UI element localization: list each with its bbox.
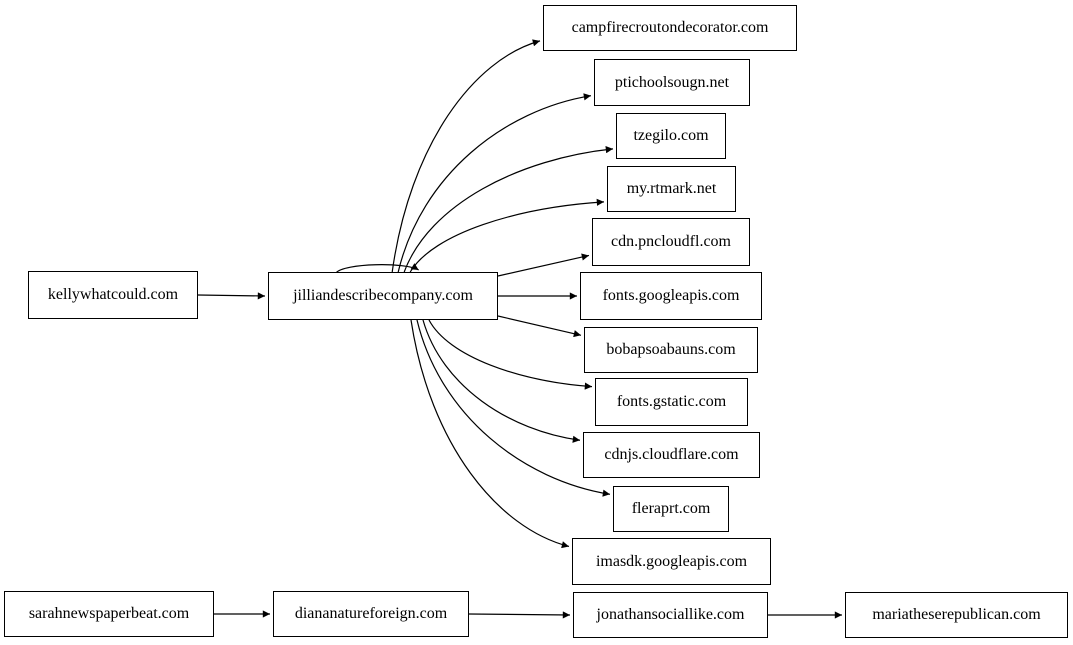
node-label: cdn.pncloudfl.com (611, 233, 731, 250)
edge-jilliandescribecompany-com-to-campfirecroutondecorator-com (391, 39, 541, 273)
node-ptichoolsougn-net: ptichoolsougn.net (594, 59, 750, 106)
edge-jilliandescribecompany-com-to-fonts-gstatic-com (428, 319, 593, 390)
node-cdnjs-cloudflare-com: cdnjs.cloudflare.com (583, 432, 760, 478)
edge-jilliandescribecompany-com-to-imasdk-googleapis-com (410, 319, 570, 549)
node-campfirecroutondecorator-com: campfirecroutondecorator.com (543, 5, 797, 51)
node-cdn-pncloudfl-com: cdn.pncloudfl.com (592, 218, 750, 266)
node-label: bobapsoabauns.com (606, 341, 736, 358)
node-label: jilliandescribecompany.com (293, 287, 473, 304)
edge-diananatureforeign-com-to-jonathansociallike-com (468, 611, 571, 619)
edge-jilliandescribecompany-com-to-my-rtmark-net (409, 198, 605, 273)
node-imasdk-googleapis-com: imasdk.googleapis.com (572, 538, 771, 585)
node-label: ptichoolsougn.net (614, 73, 730, 91)
edge-jilliandescribecompany-com-to-cdn-pncloudfl-com (497, 253, 590, 277)
node-diananatureforeign-com: diananatureforeign.com (273, 591, 469, 637)
node-bobapsoabauns-com: bobapsoabauns.com (584, 327, 758, 373)
node-label: my.rtmark.net (626, 180, 717, 197)
node-sarahnewspaperbeat-com: sarahnewspaperbeat.com (4, 591, 214, 637)
node-jilliandescribecompany-com: jilliandescribecompany.com (268, 272, 498, 320)
node-label: kellywhatcould.com (47, 286, 179, 303)
edge-jilliandescribecompany-com-to-tzegilo-com (403, 146, 614, 273)
node-kellywhatcould-com: kellywhatcould.com (28, 271, 198, 319)
node-label: fonts.googleapis.com (602, 287, 740, 304)
node-label: fonts.gstatic.com (616, 393, 727, 410)
edges-group (197, 39, 842, 619)
node-mariatheserepublican-com: mariatheserepublican.com (845, 592, 1068, 638)
node-fonts-gstatic-com: fonts.gstatic.com (595, 378, 748, 426)
node-label: sarahnewspaperbeat.com (28, 605, 190, 622)
node-jonathansociallike-com: jonathansociallike.com (573, 592, 768, 638)
edge-kellywhatcould-com-to-jilliandescribecompany-com (197, 292, 266, 300)
node-label: diananatureforeign.com (294, 605, 448, 622)
edge-jilliandescribecompany-com-to-bobapsoabauns-com (497, 315, 582, 338)
node-label: tzegilo.com (633, 127, 709, 144)
node-fonts-googleapis-com: fonts.googleapis.com (580, 272, 762, 320)
node-label: campfirecroutondecorator.com (571, 19, 769, 36)
node-label: jonathansociallike.com (596, 606, 745, 623)
node-tzegilo-com: tzegilo.com (616, 113, 726, 159)
node-label: imasdk.googleapis.com (595, 552, 748, 570)
node-fleraprt-com: fleraprt.com (613, 486, 729, 532)
edge-jilliandescribecompany-com-to-ptichoolsougn-net (397, 93, 592, 273)
edge-jilliandescribecompany-com-to-cdnjs-cloudflare-com (422, 319, 581, 443)
edge-jilliandescribecompany-com-to-fleraprt-com (416, 319, 611, 497)
node-my-rtmark-net: my.rtmark.net (607, 166, 736, 212)
node-label: fleraprt.com (631, 500, 711, 517)
node-label: mariatheserepublican.com (872, 606, 1041, 623)
node-label: cdnjs.cloudflare.com (604, 446, 739, 463)
